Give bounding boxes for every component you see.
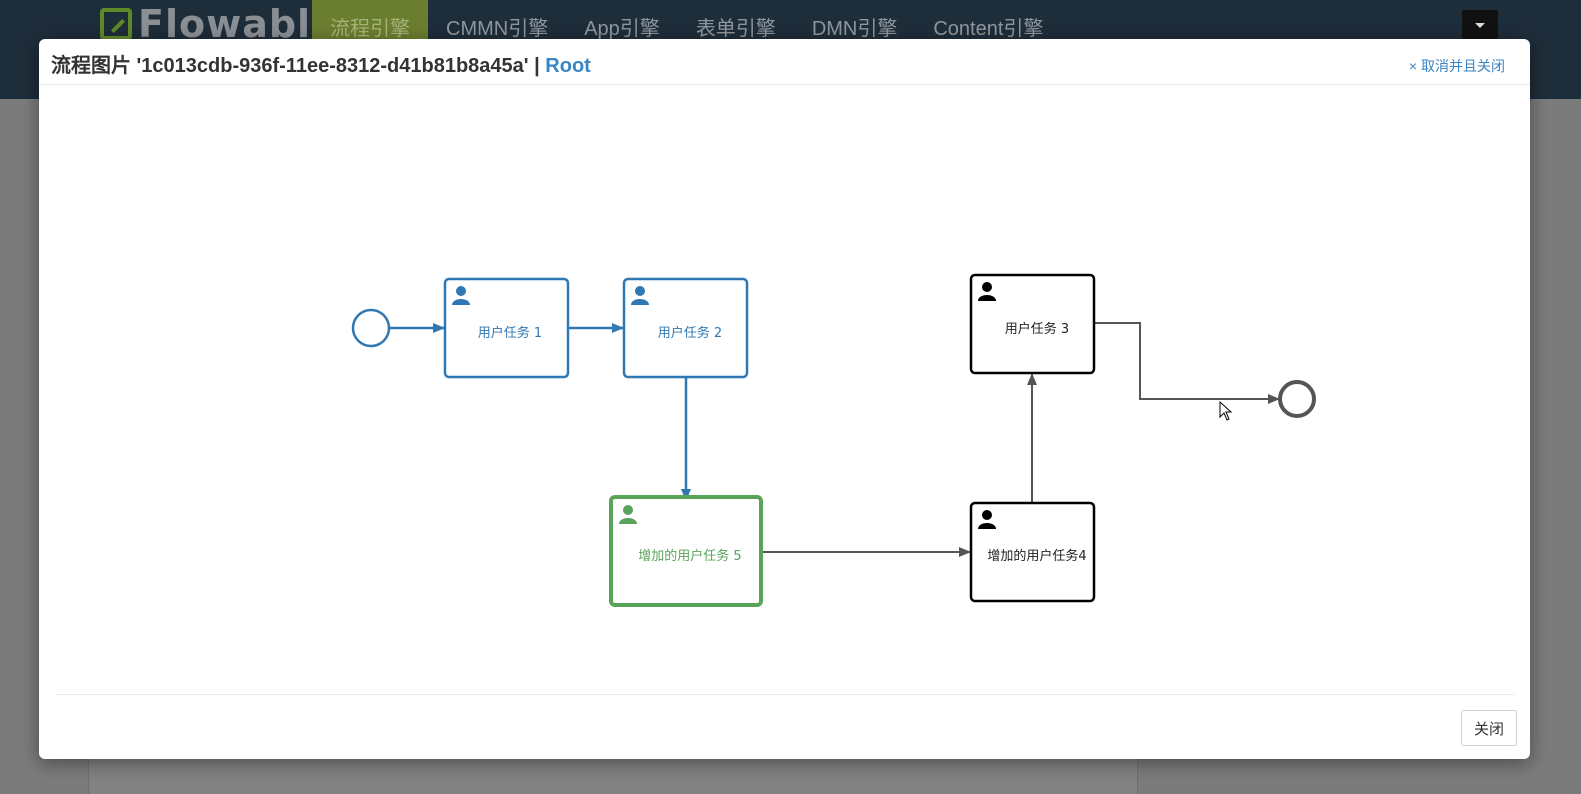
modal-footer-divider	[55, 694, 1514, 695]
task-box-added-user-task-4[interactable]: 增加的用户任务4	[969, 501, 1096, 603]
flowable-logo[interactable]: Flowable	[100, 2, 338, 46]
end-event[interactable]	[1278, 380, 1316, 418]
start-event[interactable]	[351, 308, 391, 348]
nav-item-cmmn-engine[interactable]: CMMN引擎	[446, 18, 549, 40]
process-diagram: 用户任务 1 用户任务 2 增加的用户任务 5 增加的用户任务4 用户任务 3	[351, 273, 1316, 607]
task-label: 用户任务 3	[1005, 321, 1069, 337]
nav-item-app-engine[interactable]: App引擎	[584, 18, 660, 40]
user-dropdown-toggle[interactable]	[1462, 10, 1498, 40]
task-label: 用户任务 1	[478, 325, 542, 341]
process-diagram-modal: 流程图片 '1c013cdb-936f-11ee-8312-d41b81b8a4…	[39, 39, 1530, 759]
modal-title-separator: |	[534, 55, 540, 77]
modal-title-prefix: 流程图片 '1c013cdb-936f-11ee-8312-d41b81b8a4…	[51, 55, 529, 77]
task-box-user-task-3[interactable]: 用户任务 3	[969, 273, 1096, 375]
root-link[interactable]: Root	[545, 55, 591, 77]
flowable-logo-icon	[100, 8, 132, 40]
caret-down-icon	[1475, 23, 1485, 28]
task-label: 增加的用户任务4	[987, 548, 1086, 564]
nav-item-dmn-engine[interactable]: DMN引擎	[811, 18, 898, 40]
modal-title: 流程图片 '1c013cdb-936f-11ee-8312-d41b81b8a4…	[51, 49, 591, 78]
task-box-added-user-task-5[interactable]: 增加的用户任务 5	[609, 495, 763, 607]
task-label: 用户任务 2	[658, 325, 722, 341]
close-button[interactable]: 关闭	[1461, 710, 1517, 746]
logo-text: Flowable	[138, 2, 338, 46]
task-box-user-task-1[interactable]: 用户任务 1	[443, 277, 570, 379]
cancel-and-close-link[interactable]: × 取消并且关闭	[1408, 58, 1505, 74]
modal-header: 流程图片 '1c013cdb-936f-11ee-8312-d41b81b8a4…	[39, 39, 1530, 85]
task-box-user-task-2[interactable]: 用户任务 2	[622, 277, 749, 379]
nav-item-form-engine[interactable]: 表单引擎	[695, 18, 776, 40]
task-label: 增加的用户任务 5	[638, 548, 741, 564]
flow-task3-to-end	[1094, 322, 1280, 404]
nav-item-content-engine[interactable]: Content引擎	[933, 18, 1044, 40]
mouse-pointer-icon	[1219, 401, 1233, 421]
